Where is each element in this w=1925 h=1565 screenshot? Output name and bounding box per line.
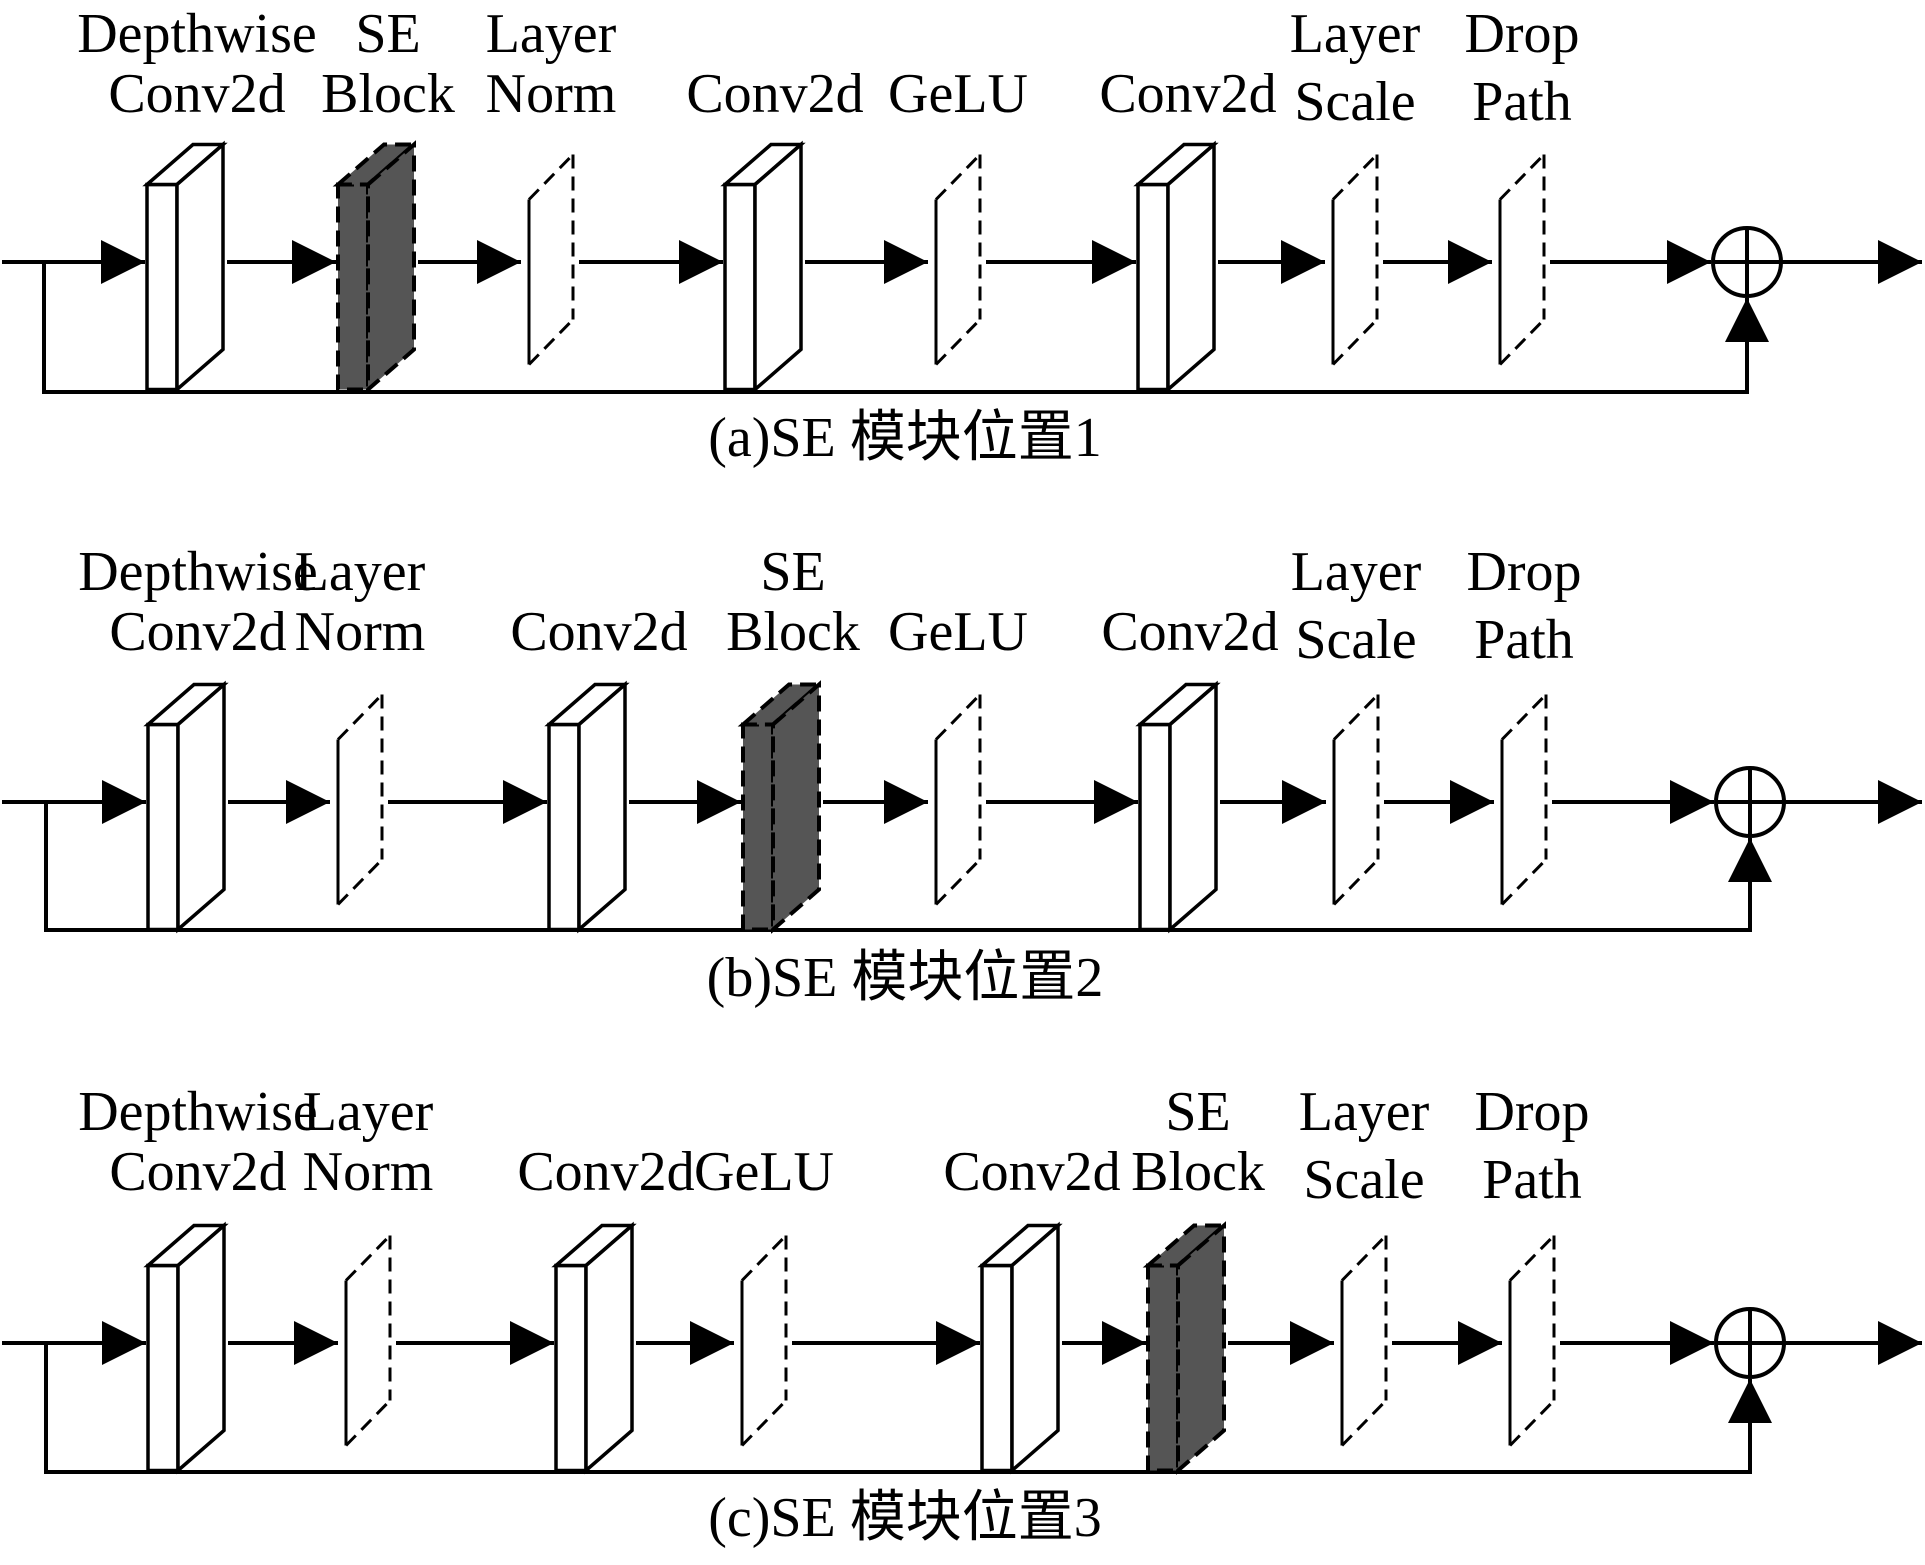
block-label: Conv2d	[686, 63, 863, 125]
row-caption: (a)SE 模块位置1	[708, 407, 1102, 469]
block-conv2d-shape	[1135, 680, 1221, 934]
block-se-block-shape	[1142, 1221, 1230, 1475]
block-depthwise-conv2d-shape	[143, 680, 229, 934]
block-label: Conv2d	[109, 601, 286, 663]
block-label: GeLU	[888, 63, 1028, 125]
block-label: Drop	[1466, 541, 1581, 603]
block-gelu-shape	[934, 693, 982, 906]
block-label: Norm	[303, 1141, 434, 1203]
block-conv2d-shape	[977, 1221, 1063, 1475]
block-layer-norm-shape	[527, 153, 575, 366]
block-conv2d-shape	[720, 140, 806, 394]
block-depthwise-conv2d-shape	[142, 140, 228, 394]
block-label: GeLU	[888, 601, 1028, 663]
block-label: Layer	[486, 3, 617, 65]
block-label: Layer	[1290, 3, 1421, 65]
block-label: Norm	[295, 601, 426, 663]
block-label: Block	[1131, 1141, 1265, 1203]
block-label: Conv2d	[943, 1141, 1120, 1203]
block-label: SE	[760, 541, 825, 603]
block-se-block-shape	[737, 680, 825, 934]
block-label: Depthwise	[77, 3, 317, 65]
block-label: Depthwise	[78, 1081, 318, 1143]
block-label: SE	[1165, 1081, 1230, 1143]
block-label: Conv2d	[109, 1141, 286, 1203]
block-label: Scale	[1294, 71, 1415, 133]
block-label: Block	[726, 601, 860, 663]
block-conv2d-shape	[551, 1221, 637, 1475]
residual-connection	[44, 1343, 1772, 1474]
add-node-icon	[1714, 766, 1786, 838]
block-drop-path-shape	[1508, 1234, 1556, 1447]
block-layer-norm-shape	[336, 693, 384, 906]
block-label: Path	[1474, 609, 1574, 671]
block-label: Conv2d	[510, 601, 687, 663]
block-label: Depthwise	[78, 541, 318, 603]
block-label: Path	[1482, 1149, 1582, 1211]
block-label: Layer	[1299, 1081, 1430, 1143]
add-node-icon	[1711, 226, 1783, 298]
block-conv2d-shape	[544, 680, 630, 934]
add-node-icon	[1714, 1307, 1786, 1379]
block-label: Norm	[486, 63, 617, 125]
block-label: Drop	[1464, 3, 1579, 65]
block-layer-scale-shape	[1331, 153, 1379, 366]
block-label: Conv2d	[108, 63, 285, 125]
block-label: Scale	[1303, 1149, 1424, 1211]
block-label: GeLU	[694, 1141, 834, 1203]
block-layer-norm-shape	[344, 1234, 392, 1447]
residual-connection	[42, 262, 1769, 394]
block-conv2d-shape	[1133, 140, 1219, 394]
block-label: Layer	[1291, 541, 1422, 603]
block-label: SE	[355, 3, 420, 65]
block-label: Scale	[1295, 609, 1416, 671]
block-se-block-shape	[332, 140, 420, 394]
block-gelu-shape	[740, 1234, 788, 1447]
block-depthwise-conv2d-shape	[143, 1221, 229, 1475]
block-layer-scale-shape	[1332, 693, 1380, 906]
block-drop-path-shape	[1498, 153, 1546, 366]
row-caption: (b)SE 模块位置2	[707, 947, 1104, 1009]
block-label: Layer	[295, 541, 426, 603]
block-gelu-shape	[934, 153, 982, 366]
block-layer-scale-shape	[1340, 1234, 1388, 1447]
block-drop-path-shape	[1500, 693, 1548, 906]
block-label: Conv2d	[1101, 601, 1278, 663]
block-label: Conv2d	[517, 1141, 694, 1203]
block-label: Drop	[1474, 1081, 1589, 1143]
block-label: Layer	[303, 1081, 434, 1143]
row-caption: (c)SE 模块位置3	[708, 1487, 1102, 1549]
block-label: Path	[1472, 71, 1572, 133]
residual-connection	[44, 802, 1772, 932]
block-label: Conv2d	[1099, 63, 1276, 125]
block-label: Block	[321, 63, 455, 125]
